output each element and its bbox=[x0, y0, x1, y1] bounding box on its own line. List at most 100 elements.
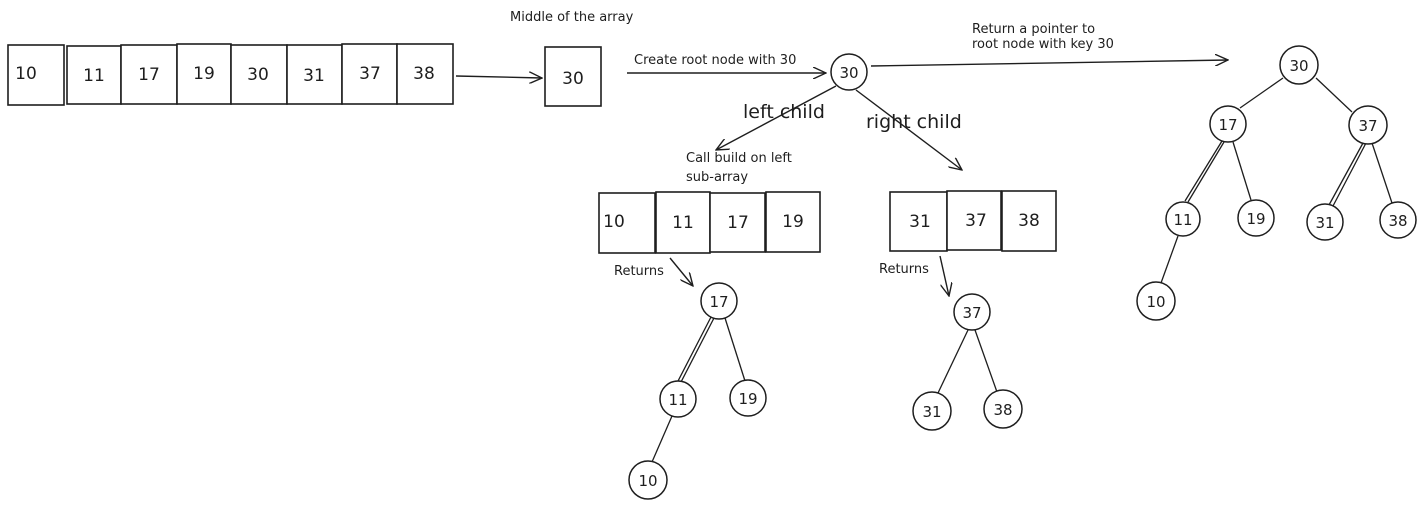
left-subarray-value: 11 bbox=[672, 213, 694, 233]
right-subarray-value: 38 bbox=[1018, 211, 1040, 231]
tree-edge bbox=[1328, 142, 1364, 206]
tree-node-value: 38 bbox=[993, 401, 1012, 419]
right-subarray-value: 31 bbox=[909, 212, 931, 232]
left-subarray-cell bbox=[765, 191, 821, 253]
arrow-to-final-tree bbox=[870, 60, 1228, 67]
tree-edge bbox=[937, 329, 969, 394]
tree-edge bbox=[974, 329, 998, 393]
arrow-to-middle bbox=[455, 76, 542, 78]
arrow-returns-right bbox=[939, 255, 949, 296]
left-subarray-value: 17 bbox=[727, 213, 749, 233]
full-array-value: 37 bbox=[359, 64, 381, 84]
tree-node-value: 30 bbox=[1289, 57, 1308, 75]
full-array: 10 11 17 19 30 31 37 38 bbox=[7, 43, 454, 106]
tree-edge bbox=[724, 317, 746, 382]
tree-node-value: 10 bbox=[638, 472, 657, 490]
full-array-cell bbox=[286, 44, 343, 105]
call-build-label-line2: sub-array bbox=[686, 170, 748, 185]
arrow-left-child bbox=[716, 85, 837, 150]
tree-node bbox=[1209, 105, 1247, 143]
tree-node-value: 19 bbox=[738, 390, 757, 408]
full-array-value: 10 bbox=[15, 64, 37, 84]
tree-node-value: 11 bbox=[1173, 211, 1192, 229]
right-subarray-cell bbox=[1001, 190, 1057, 252]
right-child-label: right child bbox=[866, 111, 962, 133]
tree-node-value: 37 bbox=[1358, 117, 1377, 135]
tree-node-value: 17 bbox=[709, 293, 728, 311]
left-subarray-value: 19 bbox=[782, 212, 804, 232]
right-subarray-cell bbox=[889, 191, 948, 252]
right-subarray: 31 37 38 bbox=[889, 190, 1057, 252]
full-array-value: 19 bbox=[193, 64, 215, 84]
tree-node bbox=[700, 282, 738, 320]
returns-label-right: Returns bbox=[879, 262, 929, 277]
full-array-value: 30 bbox=[247, 65, 269, 85]
middle-cell bbox=[544, 46, 602, 107]
tree-node bbox=[1279, 45, 1319, 85]
left-subarray-cell bbox=[655, 191, 711, 254]
tree-edge bbox=[1371, 142, 1393, 204]
tree-edge bbox=[1232, 141, 1252, 201]
tree-node-value: 17 bbox=[1218, 116, 1237, 134]
arrow-returns-left bbox=[669, 257, 693, 286]
tree-node bbox=[729, 379, 767, 417]
root-node bbox=[830, 53, 868, 91]
tree-edge bbox=[1332, 142, 1367, 207]
left-returned-tree: 17 11 19 10 bbox=[628, 282, 767, 500]
tree-node bbox=[1348, 105, 1388, 145]
tree-edge bbox=[1187, 141, 1225, 203]
tree-edge bbox=[1239, 77, 1284, 109]
tree-node bbox=[659, 380, 697, 418]
create-root-label: Create root node with 30 bbox=[634, 53, 796, 68]
left-child-label: left child bbox=[743, 101, 825, 123]
left-subarray-cell bbox=[598, 192, 656, 254]
tree-node bbox=[1306, 203, 1344, 241]
full-array-value: 38 bbox=[413, 64, 435, 84]
full-array-cell bbox=[396, 43, 454, 105]
full-array-value: 11 bbox=[83, 66, 105, 86]
full-array-cell bbox=[7, 44, 65, 106]
tree-node bbox=[983, 389, 1023, 429]
tree-node bbox=[1237, 199, 1275, 237]
call-build-label-line1: Call build on left bbox=[686, 151, 792, 166]
return-label-line1: Return a pointer to bbox=[972, 22, 1095, 37]
tree-node bbox=[953, 293, 991, 331]
root-node-value: 30 bbox=[839, 64, 858, 82]
tree-node bbox=[1136, 281, 1176, 321]
tree-node bbox=[1379, 201, 1417, 239]
tree-node-value: 38 bbox=[1388, 212, 1407, 230]
middle-value: 30 bbox=[562, 69, 584, 89]
tree-node-value: 11 bbox=[668, 391, 687, 409]
full-array-cell bbox=[230, 44, 288, 105]
tree-edge bbox=[676, 316, 712, 384]
left-subarray: 10 11 17 19 bbox=[598, 191, 821, 254]
full-array-cell bbox=[341, 43, 398, 105]
right-subarray-value: 37 bbox=[965, 211, 987, 231]
tree-edge bbox=[679, 317, 715, 385]
right-subarray-cell bbox=[946, 190, 1002, 251]
tree-node-value: 31 bbox=[922, 403, 941, 421]
tree-node-value: 10 bbox=[1146, 293, 1165, 311]
tree-node bbox=[628, 460, 668, 500]
tree-node-value: 19 bbox=[1246, 210, 1265, 228]
left-subarray-cell bbox=[709, 192, 766, 253]
full-array-cell bbox=[66, 45, 122, 105]
full-array-value: 17 bbox=[138, 65, 160, 85]
tree-edge bbox=[1160, 235, 1179, 284]
tree-node-value: 37 bbox=[962, 304, 981, 322]
arrow-right-child bbox=[855, 89, 962, 170]
middle-label: Middle of the array bbox=[510, 10, 634, 25]
final-tree: 30 17 37 11 19 31 38 10 bbox=[1136, 45, 1417, 321]
tree-edge bbox=[651, 415, 673, 463]
tree-node-value: 31 bbox=[1315, 214, 1334, 232]
right-returned-tree: 37 31 38 bbox=[912, 293, 1023, 431]
returns-label-left: Returns bbox=[614, 264, 664, 279]
tree-node bbox=[912, 391, 952, 431]
full-array-value: 31 bbox=[303, 66, 325, 86]
tree-node bbox=[1165, 201, 1201, 237]
left-subarray-value: 10 bbox=[603, 212, 625, 232]
tree-edge bbox=[1184, 140, 1223, 202]
return-label-line2: root node with key 30 bbox=[972, 37, 1114, 52]
